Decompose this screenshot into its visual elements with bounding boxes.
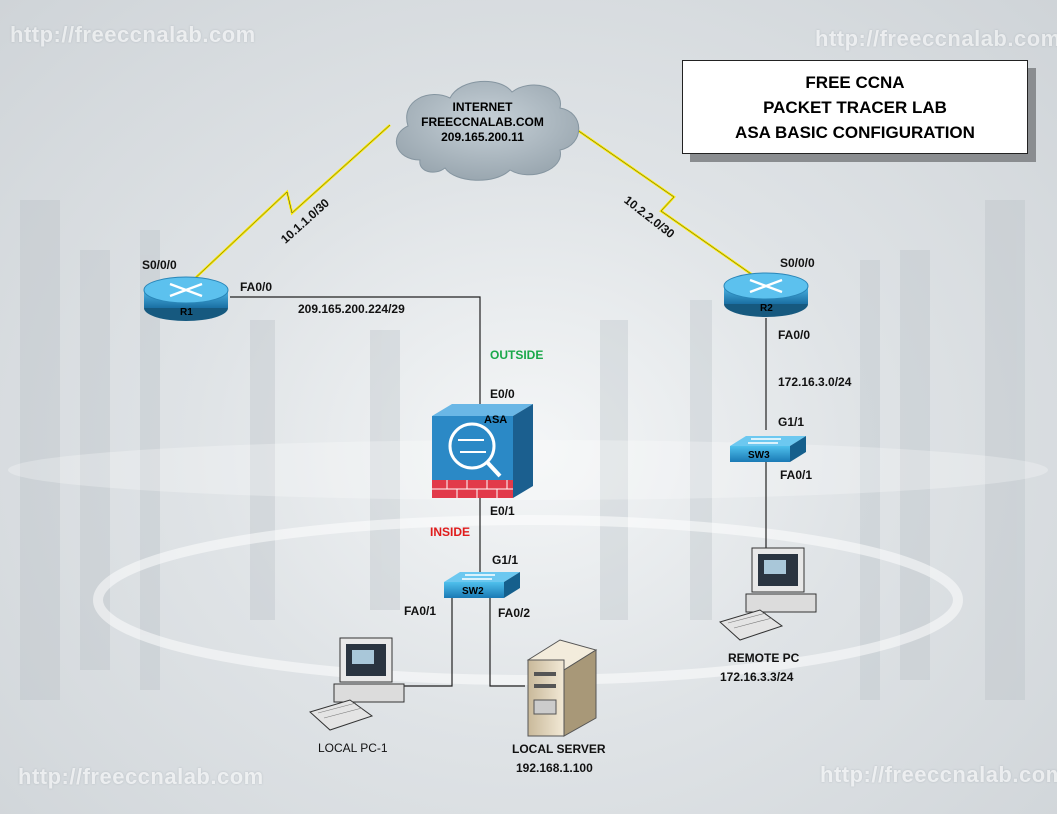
- asa-e00-interface: E0/0: [490, 387, 515, 401]
- cloud-line-2: FREECCNALAB.COM: [421, 115, 544, 129]
- watermark-bottom-right: http://freeccnalab.com: [820, 762, 1057, 787]
- r1-fa-interface: FA0/0: [240, 280, 273, 294]
- outside-subnet: 209.165.200.224/29: [298, 302, 405, 316]
- ethernet-links: [230, 296, 767, 687]
- background-decoration: [20, 200, 1025, 700]
- internet-cloud-label: INTERNET FREECCNALAB.COM 209.165.200.11: [400, 100, 565, 145]
- switch-sw2-shape: [444, 572, 520, 598]
- outside-zone-label: OUTSIDE: [490, 348, 544, 362]
- r2-label: R2: [760, 303, 773, 314]
- watermark-bottom-left: http://freeccnalab.com: [18, 764, 264, 789]
- switch-sw3-shape: [730, 436, 806, 462]
- router-r1-shape: [143, 276, 229, 321]
- local-server-ip: 192.168.1.100: [516, 761, 593, 775]
- sw3-fa01-interface: FA0/1: [780, 468, 813, 482]
- sw2-label: SW2: [462, 586, 484, 597]
- r2-serial-interface: S0/0/0: [780, 256, 815, 270]
- remote-pc-name: REMOTE PC: [728, 651, 800, 665]
- r2-fa-interface: FA0/0: [778, 328, 811, 342]
- router-r2-shape: [723, 272, 809, 317]
- watermark-top-right: http://freeccnalab.com: [815, 26, 1057, 51]
- title-line-1: FREE CCNA: [805, 72, 905, 92]
- cloud-line-1: INTERNET: [452, 100, 513, 114]
- local-pc-shape: [309, 637, 405, 731]
- remote-pc-shape: [719, 547, 817, 641]
- title-line-2: PACKET TRACER LAB: [763, 97, 947, 117]
- sw2-fa01-interface: FA0/1: [404, 604, 437, 618]
- sw3-g11-interface: G1/1: [778, 415, 805, 429]
- local-server-name: LOCAL SERVER: [512, 742, 606, 756]
- title-box: FREE CCNA PACKET TRACER LAB ASA BASIC CO…: [682, 60, 1028, 154]
- local-pc-label: LOCAL PC-1: [318, 741, 388, 755]
- wan-link-r1: [189, 124, 391, 284]
- cloud-line-3: 209.165.200.11: [441, 130, 524, 144]
- asa-e01-interface: E0/1: [490, 504, 515, 518]
- inside-zone-label: INSIDE: [430, 525, 471, 539]
- title-line-3: ASA BASIC CONFIGURATION: [735, 122, 975, 142]
- wan-link-r2: [569, 123, 765, 285]
- remote-pc-ip: 172.16.3.3/24: [720, 670, 794, 684]
- watermark-top-left: http://freeccnalab.com: [10, 22, 256, 47]
- sw2-g11-interface: G1/1: [492, 553, 519, 567]
- asa-firewall-shape: [432, 404, 533, 498]
- r1-label: R1: [180, 307, 193, 318]
- sw3-label: SW3: [748, 450, 770, 461]
- r1-serial-interface: S0/0/0: [142, 258, 177, 272]
- asa-label: ASA: [484, 414, 508, 426]
- internet-cloud-shape: [396, 80, 580, 181]
- sw2-fa02-interface: FA0/2: [498, 606, 531, 620]
- local-server-shape: [526, 639, 598, 737]
- r2-lan-subnet: 172.16.3.0/24: [778, 375, 852, 389]
